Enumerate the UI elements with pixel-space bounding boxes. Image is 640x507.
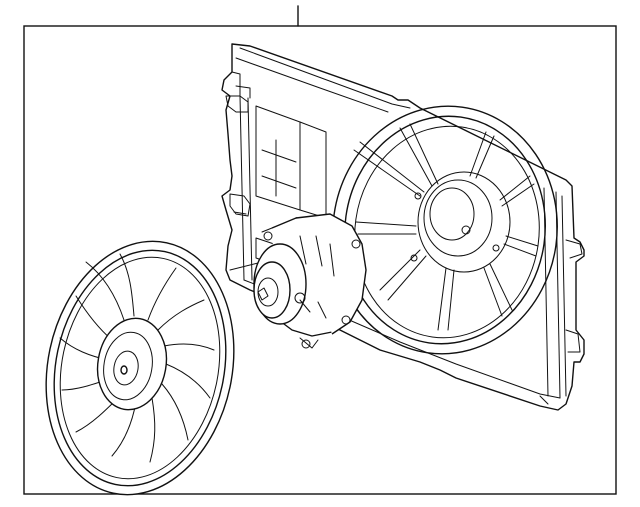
- fan-shroud: [221, 43, 585, 411]
- fan-blade-assembly: [45, 240, 235, 496]
- fan-motor: [253, 213, 367, 349]
- diagram-frame: [23, 25, 617, 495]
